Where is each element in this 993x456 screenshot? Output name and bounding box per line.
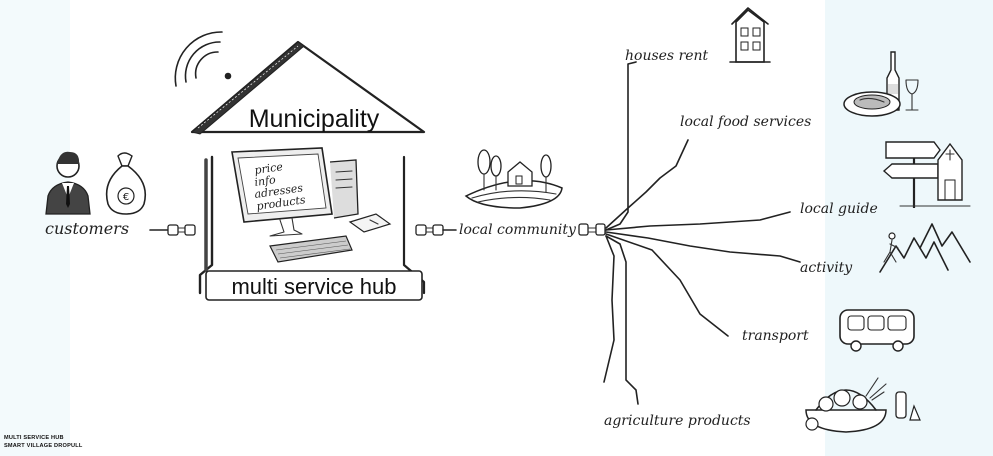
svg-text:€: € xyxy=(123,192,129,203)
screen-line-price: price xyxy=(254,160,285,177)
footer-line-1: MULTI SERVICE HUB xyxy=(4,435,64,441)
municipality-roof xyxy=(190,40,426,135)
wifi-icon xyxy=(174,31,232,87)
house-icon xyxy=(729,7,771,63)
service-houses-rent-label: houses rent xyxy=(625,48,709,64)
food-plate-icon xyxy=(843,51,919,117)
service-agriculture-label: agriculture products xyxy=(604,413,751,429)
signpost-icon xyxy=(882,141,971,208)
village-landscape-icon xyxy=(464,149,563,209)
service-local-food-label: local food services xyxy=(680,114,811,130)
businessman-icon xyxy=(45,151,91,215)
cable-connector-hub xyxy=(415,224,457,236)
cable-connector-left xyxy=(149,224,196,236)
footer-line-2: SMART VILLAGE DROPULL xyxy=(4,443,83,449)
cable-connector-right xyxy=(578,223,606,236)
service-activity-label: activity xyxy=(800,260,853,276)
hiker-mountain-icon xyxy=(879,223,971,273)
money-bag-icon: € xyxy=(105,152,147,215)
service-local-guide-label: local guide xyxy=(800,201,878,217)
municipality-label: Municipality xyxy=(249,105,380,133)
produce-basket-icon xyxy=(805,377,921,433)
screen-line-info: info xyxy=(254,173,277,189)
local-community-label: local community xyxy=(459,222,577,238)
customers-label: customers xyxy=(45,219,129,238)
service-transport-label: transport xyxy=(742,328,809,344)
hub-label-box xyxy=(205,270,423,301)
hub-label: multi service hub xyxy=(231,274,396,299)
computer-icon xyxy=(231,147,392,263)
left-tint xyxy=(0,0,70,456)
bus-icon xyxy=(839,309,915,352)
right-tint xyxy=(825,0,993,456)
service-network-lines xyxy=(603,61,801,405)
